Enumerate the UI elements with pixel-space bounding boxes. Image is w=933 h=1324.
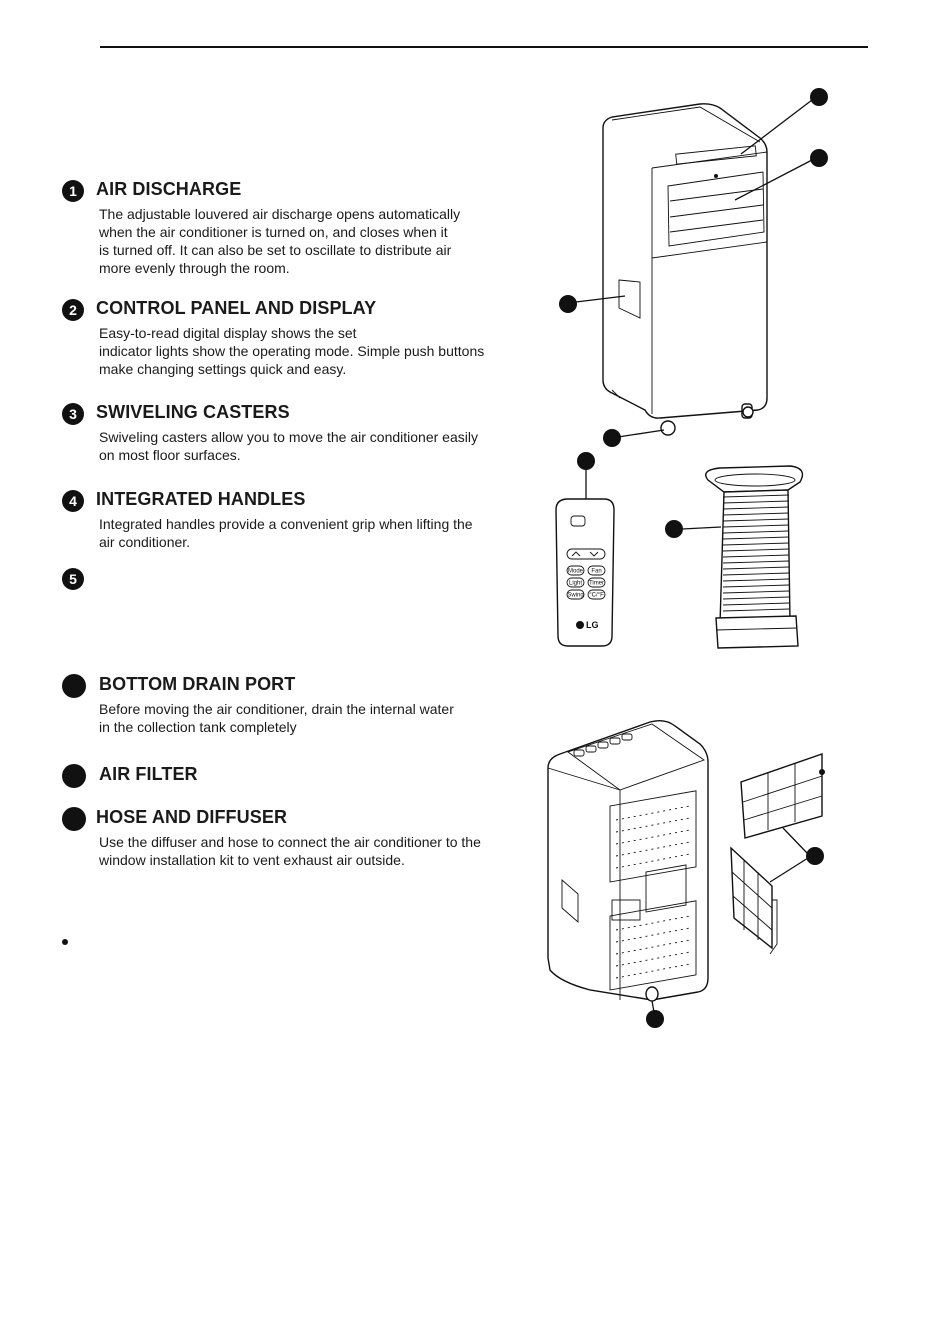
section-number: 5 [62, 568, 84, 590]
callout-marker [603, 429, 621, 447]
air-conditioner-front-illustration [602, 103, 768, 436]
callout-marker [559, 295, 577, 313]
callout-marker [810, 149, 828, 167]
grille-dots [615, 805, 691, 979]
remote-swing-label: Swing [567, 593, 583, 599]
section-number: 2 [62, 299, 84, 321]
callout-marker [665, 520, 683, 538]
section-number-blank [62, 674, 86, 698]
section-heading: HOSE AND DIFFUSER [96, 807, 288, 827]
body-line: air conditioner. [99, 534, 191, 550]
lg-logo-icon [576, 621, 584, 629]
remote-control-illustration: Mode Fan Light Timer Swing °C/°F LG [555, 452, 615, 647]
body-line: The adjustable louvered air discharge op… [99, 206, 461, 222]
remote-timer-label: Timer [589, 581, 604, 587]
section-number: 4 [62, 490, 84, 512]
section-heading: INTEGRATED HANDLES [96, 489, 306, 509]
air-conditioner-rear-illustration [547, 719, 709, 1028]
section-heading: BOTTOM DRAIN PORT [99, 674, 296, 694]
body-line: window installation kit to vent exhaust … [99, 852, 405, 868]
section-heading: SWIVELING CASTERS [96, 402, 290, 422]
section-body: The adjustable louvered air discharge op… [99, 205, 519, 277]
section-heading: AIR DISCHARGE [96, 179, 242, 199]
section-body: Easy-to-read digital display shows the s… [99, 324, 519, 378]
remote-mode-label: Mode [568, 569, 584, 575]
body-line: on most floor surfaces. [99, 447, 241, 463]
body-line: is turned off. It can also be set to osc… [99, 242, 452, 258]
body-line: make changing settings quick and easy. [99, 361, 347, 377]
body-line: in the collection tank completely [99, 719, 297, 735]
section-number: 1 [62, 180, 84, 202]
air-filter-illustration [730, 753, 825, 955]
section-heading: CONTROL PANEL AND DISPLAY [96, 298, 377, 318]
section-body: Swiveling casters allow you to move the … [99, 428, 519, 464]
section-body: Use the diffuser and hose to connect the… [99, 833, 519, 869]
body-line: Before moving the air conditioner, drain… [99, 701, 454, 717]
body-line: Swiveling casters allow you to move the … [99, 429, 478, 445]
remote-logo-text: LG [586, 620, 599, 630]
exhaust-hose-illustration [665, 465, 804, 649]
body-line: Integrated handles provide a convenient … [99, 516, 473, 532]
callout-marker [646, 1010, 664, 1028]
remote-light-label: Light [569, 581, 582, 587]
callout-marker [577, 452, 595, 470]
body-line: Use the diffuser and hose to connect the… [99, 834, 481, 850]
remote-fan-label: Fan [591, 569, 601, 575]
body-line: indicator lights show the operating mode… [99, 343, 485, 359]
section-body: Before moving the air conditioner, drain… [99, 700, 519, 736]
header-rule [100, 46, 868, 48]
remote-unit-label: °C/°F [589, 593, 604, 599]
callout-marker [810, 88, 828, 106]
section-body: Integrated handles provide a convenient … [99, 515, 519, 551]
section-number-blank [62, 764, 86, 788]
body-line: when the air conditioner is turned on, a… [99, 224, 448, 240]
body-line: Easy-to-read digital display shows the s… [99, 325, 357, 341]
bullet-dot [62, 939, 68, 945]
callout-marker [806, 847, 824, 865]
body-line: more evenly through the room. [99, 260, 290, 276]
section-number-blank [62, 807, 86, 831]
section-heading: AIR FILTER [99, 764, 198, 784]
section-number: 3 [62, 403, 84, 425]
